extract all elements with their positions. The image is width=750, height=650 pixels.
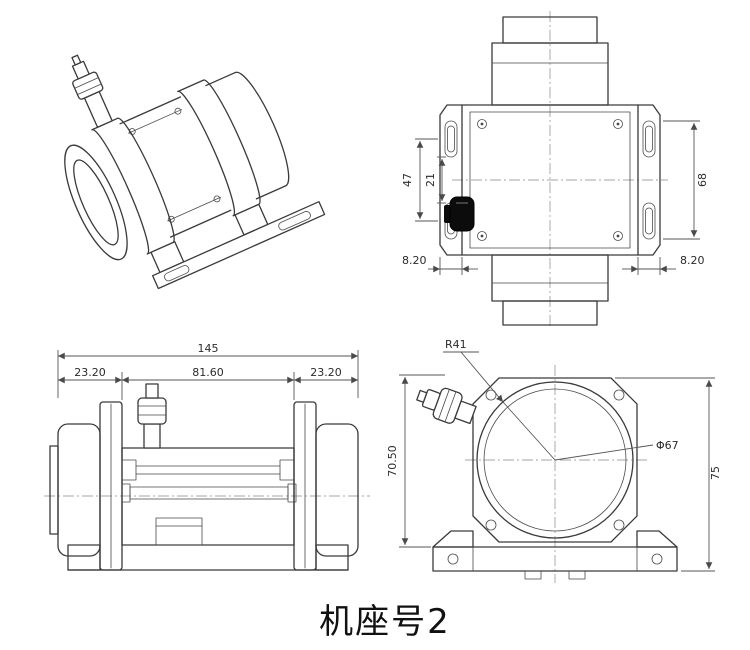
motor-isometric-group <box>64 54 326 290</box>
cable-gland-top-icon <box>444 196 475 232</box>
front-view: 145 23.20 81.60 23.20 <box>44 342 370 571</box>
dim-r41: R41 <box>445 338 467 351</box>
dim-phi67: Φ67 <box>656 439 679 452</box>
centerlines <box>465 365 647 583</box>
cable-gland-icon <box>71 54 113 128</box>
dim-21: 21 <box>424 173 437 187</box>
dim-8-20-left: 8.20 <box>402 254 427 267</box>
dim-23-20-left: 23.20 <box>74 366 106 379</box>
dim-70-50: 70.50 <box>386 445 399 477</box>
dim-23-20-right: 23.20 <box>310 366 342 379</box>
dim-8-20-right: 8.20 <box>680 254 705 267</box>
front-view-dimensions: 145 23.20 81.60 23.20 <box>57 342 359 400</box>
centerlines <box>452 11 668 329</box>
dim-68: 68 <box>696 173 709 187</box>
top-view: 47 21 68 8.20 8.20 <box>401 11 709 329</box>
top-view-dimensions: 47 21 68 8.20 8.20 <box>401 120 709 275</box>
isometric-view <box>64 54 326 290</box>
dim-81-60: 81.60 <box>192 366 224 379</box>
cable-gland-front-icon <box>137 383 167 449</box>
front-view-outline <box>49 383 359 571</box>
top-view-outline <box>439 16 661 326</box>
cable-gland-end-icon <box>416 387 477 425</box>
dim-47: 47 <box>401 173 414 187</box>
end-view: R41 Φ67 70.50 75 <box>386 338 722 583</box>
dim-75: 75 <box>709 466 722 480</box>
dim-145: 145 <box>198 342 219 355</box>
end-view-dimensions: R41 Φ67 70.50 75 <box>386 338 722 572</box>
end-view-outline <box>416 377 678 580</box>
frame-size-label: 机座号2 <box>319 602 451 642</box>
